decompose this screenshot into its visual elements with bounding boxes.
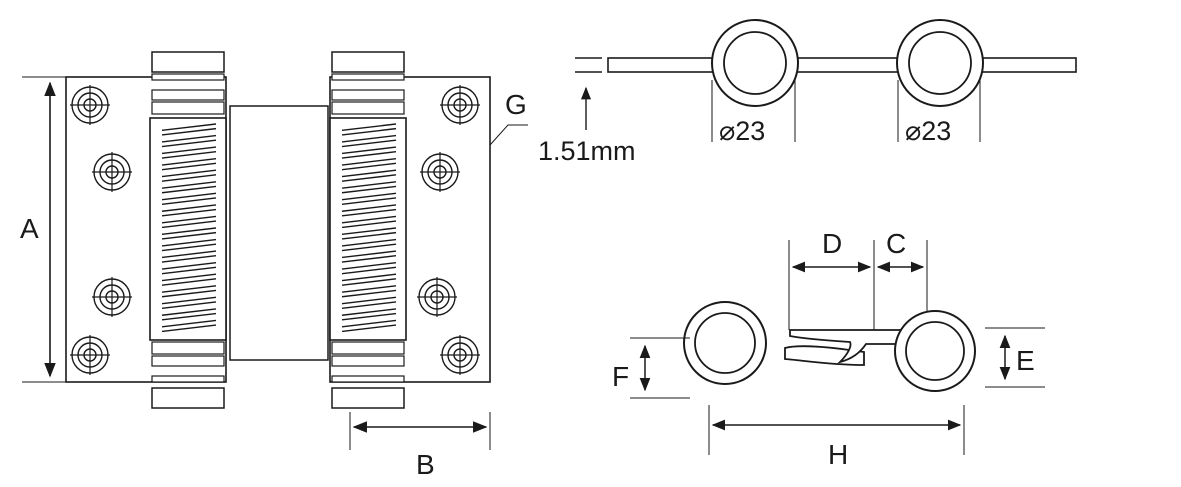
left-spring-coil (161, 123, 217, 333)
thickness-label: 1.51mm (538, 136, 636, 166)
diameter-annotations: ⌀23 ⌀23 (711, 80, 981, 146)
label-h: H (828, 439, 848, 470)
dimension-a: A (20, 76, 66, 383)
screw-hole (92, 277, 132, 317)
label-f: F (612, 361, 629, 392)
label-d: D (822, 228, 842, 259)
callout-g: G (489, 89, 528, 146)
screw-hole (440, 335, 480, 375)
screw-hole (92, 152, 132, 192)
label-c: C (886, 228, 906, 259)
dimension-d: D (788, 228, 875, 330)
screw-holes (70, 85, 480, 375)
screw-hole (70, 335, 110, 375)
dimension-e: E (985, 327, 1045, 388)
screw-hole (417, 277, 457, 317)
spring-coil-path (341, 123, 397, 333)
hinge-top-view (575, 19, 1077, 107)
screw-hole (70, 85, 110, 125)
label-g: G (505, 89, 527, 120)
thickness-annotation: 1.51mm (538, 86, 636, 166)
right-spring-coil (341, 123, 397, 333)
profile-right-arm (789, 329, 913, 364)
dimension-c: C (876, 228, 928, 312)
spring-coil-path (161, 123, 217, 333)
screw-hole (440, 85, 480, 125)
diameter-left-label: ⌀23 (719, 116, 765, 146)
left-barrel (149, 51, 227, 409)
diameter-right-label: ⌀23 (905, 116, 951, 146)
label-b: B (416, 449, 435, 480)
right-barrel (329, 51, 407, 409)
label-e: E (1016, 345, 1035, 376)
label-a: A (20, 213, 39, 244)
center-plate (229, 105, 329, 361)
dimension-h: H (708, 405, 965, 470)
dimension-b: B (349, 412, 491, 480)
screw-hole (420, 152, 460, 192)
hinge-front-view (65, 51, 491, 409)
dimension-f: F (612, 337, 690, 399)
hinge-side-profile (683, 301, 976, 392)
